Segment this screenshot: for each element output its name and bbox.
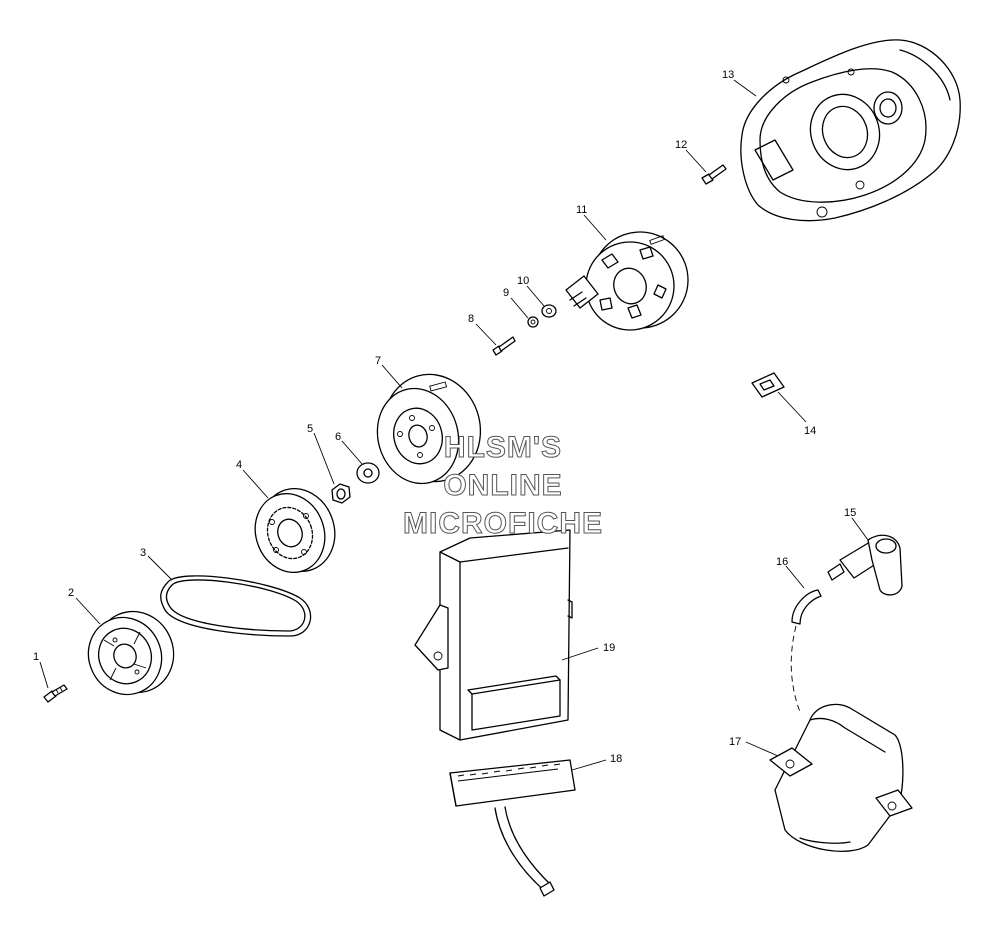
part-16-wire (790, 589, 822, 713)
callout-14: 14 (804, 425, 816, 437)
part-14-clip (751, 372, 785, 398)
part-8-screw (492, 336, 516, 356)
watermark-line-1: HLSM'S (444, 431, 562, 464)
part-1-bolt (43, 684, 68, 703)
part-11-stator (565, 231, 689, 331)
callout-9: 9 (503, 287, 509, 299)
callout-6: 6 (335, 431, 341, 443)
callout-7: 7 (375, 355, 381, 367)
part-10-washer (541, 304, 557, 318)
part-12-bolt (701, 164, 727, 185)
callout-17: 17 (729, 736, 741, 748)
callout-11: 11 (576, 204, 587, 216)
part-18-connector (449, 759, 576, 897)
callout-19: 19 (603, 642, 615, 654)
callout-12: 12 (675, 139, 687, 151)
part-17-ignition-coil (769, 703, 913, 852)
part-4-trigger-wheel (254, 488, 336, 573)
callout-10: 10 (517, 275, 529, 287)
part-5-nut (331, 483, 351, 504)
callout-1: 1 (33, 651, 39, 663)
part-2-pulley (87, 610, 175, 696)
callout-13: 13 (722, 69, 734, 81)
callout-18: 18 (610, 753, 622, 765)
watermark-line-2: ONLINE (443, 469, 562, 502)
callout-5: 5 (307, 423, 313, 435)
callout-3: 3 (140, 547, 146, 559)
callout-16: 16 (776, 556, 788, 568)
part-7-flywheel (376, 373, 482, 485)
part-9-nut (527, 316, 539, 328)
watermark: HLSM'S ONLINE MICROFICHE (403, 431, 603, 541)
part-19-cdi-box (414, 529, 573, 741)
callout-15: 15 (844, 507, 856, 519)
callout-2: 2 (68, 587, 74, 599)
part-3-belt (160, 575, 312, 637)
part-15-spark-plug-cap (827, 534, 903, 596)
callout-4: 4 (236, 459, 242, 471)
part-13-housing (740, 39, 961, 222)
watermark-line-3: MICROFICHE (403, 507, 603, 540)
leader-lines (39, 79, 869, 771)
part-6-washer (356, 462, 380, 484)
callout-8: 8 (468, 313, 474, 325)
callout-numbers: 1 2 3 4 5 6 7 8 9 10 11 12 13 14 15 16 1… (33, 69, 856, 765)
